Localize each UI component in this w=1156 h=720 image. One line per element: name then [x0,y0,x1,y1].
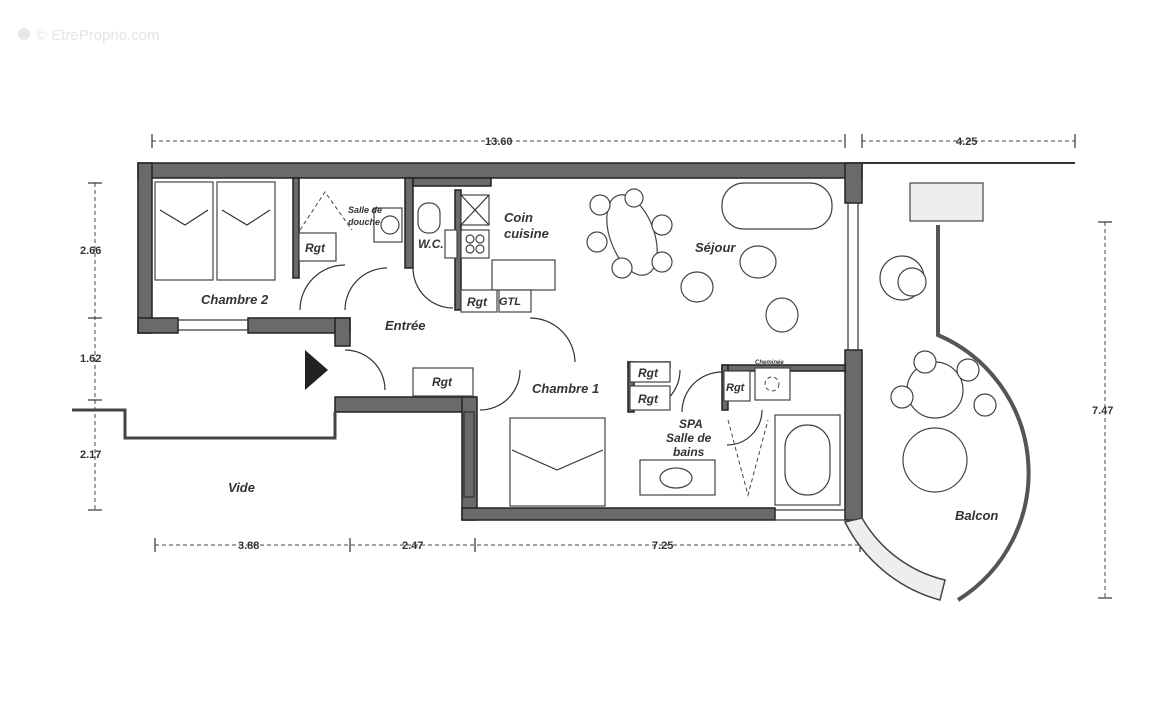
entrance-arrow-icon [305,350,328,390]
dim-bottom-3: 7.25 [652,540,673,552]
bathtub-icon [784,424,831,496]
area-balcon: Balcon [955,508,998,523]
dim-left-mid: 1.62 [80,353,101,365]
room-spa-1: SPA [679,417,703,431]
balcony-outline [843,225,1031,602]
room-entree: Entrée [385,318,425,333]
watermark-icon [18,28,30,40]
room-spa-2: Salle de [666,431,712,445]
label-rgt: Rgt [432,375,453,389]
doors [299,264,763,446]
label-gtl: GTL [499,296,521,308]
room-salle-douche-2: douche [348,217,380,227]
dim-balcony-width: 4.25 [956,136,977,148]
furniture [154,181,997,507]
room-wc: W.C. [418,237,444,251]
room-cuisine-1: Coin [504,210,533,225]
room-salle-douche-1: Salle de [348,205,382,215]
label-cheminee: Cheminée [755,360,784,366]
sofa-icon [721,182,833,230]
room-cuisine-2: cuisine [504,226,549,241]
planter-icon [909,182,984,222]
dim-total-width: 13.60 [485,136,513,148]
area-vide: Vide [228,480,255,495]
room-spa-3: bains [673,445,705,459]
label-rgt: Rgt [726,382,746,394]
bed-left-icon [154,181,214,281]
watermark: © EtreProprio.com [36,27,160,44]
dim-left-top: 2.66 [80,245,101,257]
storage-boxes [298,232,751,411]
label-rgt: Rgt [305,241,326,255]
balcony-table-icon [906,361,964,419]
dim-left-bottom: 2.17 [80,449,101,461]
room-chambre-1: Chambre 1 [532,381,599,396]
dimension-lines [88,134,1112,599]
label-rgt: Rgt [467,295,488,309]
bed-right-icon [216,181,276,281]
room-chambre-2: Chambre 2 [201,292,269,307]
dim-bottom-1: 3.88 [238,540,259,552]
planter-curved-icon [843,517,946,601]
walls [72,162,1075,521]
room-sejour: Séjour [695,240,736,255]
label-rgt: Rgt [638,366,659,380]
label-rgt: Rgt [638,392,659,406]
dim-bottom-2: 2.47 [402,540,423,552]
dim-right-height: 7.47 [1092,405,1113,417]
double-bed-icon [509,417,606,507]
